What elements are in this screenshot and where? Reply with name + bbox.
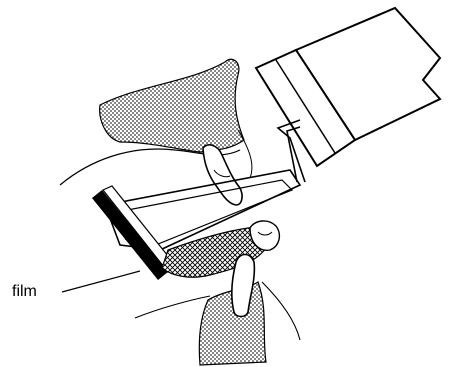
film-leader-line [62, 271, 140, 292]
film-label: film [12, 283, 37, 300]
lower-cheek-outline [262, 282, 300, 340]
xray-cone [256, 8, 440, 166]
upper-gingiva [100, 59, 244, 152]
upper-tooth [203, 145, 242, 205]
lower-lip-outline [135, 296, 210, 318]
